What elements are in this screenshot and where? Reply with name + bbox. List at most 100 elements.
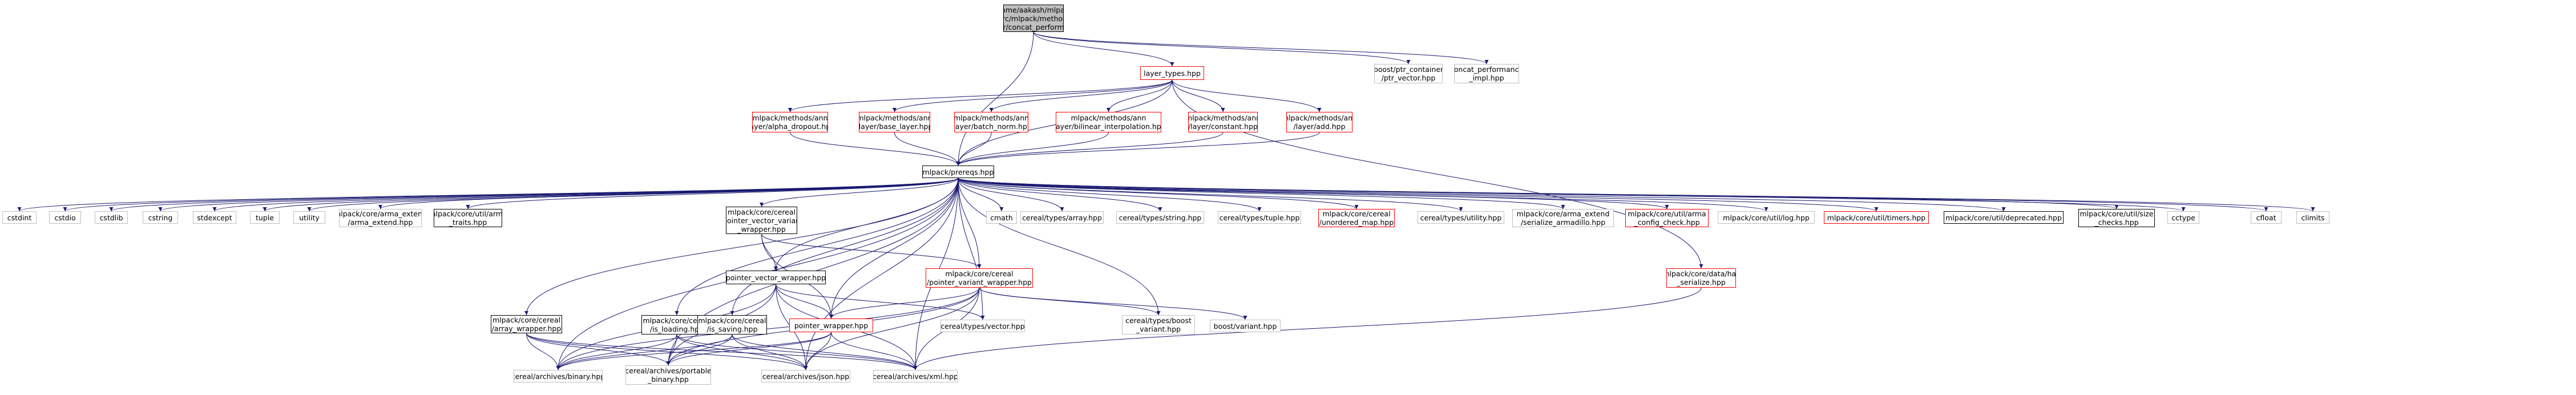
node-label-line: _checks.hpp [2094,218,2139,227]
edge-base-to-prereqs [894,132,960,166]
node-label-line: /layer/alpha_dropout.hpp [753,122,827,131]
node-layer-types[interactable]: layer_types.hpp [1140,66,1204,80]
node-label-line: boost/variant.hpp [1213,321,1277,330]
edge-prereqs-to-cfloat [958,178,2268,212]
node-is-saving[interactable]: mlpack/core/cereal/is_saving.hpp [697,315,767,334]
edge-is_saving-to-xml [732,334,918,370]
node-label-line: mlpack/core/arma_extend [1516,209,1610,218]
node-batch[interactable]: mlpack/methods/ann/layer/batch_norm.hpp [954,112,1028,132]
node-size-checks[interactable]: mlpack/core/util/size_checks.hpp [2078,209,2155,227]
edge-prereqs-to-json [804,178,959,370]
node-label-line: cereal/archives/xml.hpp [873,372,958,381]
node-label-line: _variant.hpp [1136,325,1181,333]
node-label-line: /layer/constant.hpp [1188,122,1258,131]
node-config-check[interactable]: mlpack/core/util/arma_config_check.hpp [1625,209,1709,227]
node-label-line: cereal/types/boost [1125,316,1192,325]
node-label-line: _impl.hpp [1469,74,1504,82]
edge-prereqs-to-c_utility [958,178,1463,212]
node-label-line: mlpack/methods/ann [859,114,930,122]
edge-prereqs-to-stdexcept [212,178,959,212]
node-label-line: pointer_vector_wrapper.hpp [726,273,826,282]
node-arma-traits[interactable]: mlpack/core/util/arma_traits.hpp [434,209,502,227]
node-root[interactable]: /home/aakash/mlpack/src/mlpack/methods/a… [1003,5,1064,32]
node-cfloat: cfloat [2251,211,2282,224]
node-label-line: mlpack/core/cereal [945,269,1014,278]
edge-pointer_wrapper-to-portable [666,332,831,366]
node-label-line: cereal/archives/portable [625,366,711,375]
edge-alpha-to-prereqs [790,132,960,166]
node-label-line: stdexcept [197,213,232,222]
node-c-tuple: cereal/types/tuple.hpp [1218,211,1301,224]
node-stdexcept: stdexcept [193,211,236,224]
node-label-line: /pointer_vector_variant [726,216,797,225]
edge-root-to-ptr_container [1033,31,1411,65]
node-label-line: layer_types.hpp [1144,68,1201,78]
edge-pvar_wrapper-to-json [804,287,980,370]
node-label-line: /layer/base_layer.hpp [859,122,930,131]
node-label-line: /is_loading.hpp [649,325,704,333]
edge-is_saving-to-binary [556,334,733,370]
node-cmath: cmath [986,211,1017,224]
node-label-line: utility [299,213,320,222]
node-arma-extend: mlpack/core/arma_extend/arma_extend.hpp [339,209,422,227]
edge-has_serialize-to-xml [913,287,1702,370]
edge-prereqs-to-serialize_armadillo [958,178,1565,209]
node-label-line: /pointer_variant_wrapper.hpp [927,278,1032,287]
edge-prereqs-to-arma_extend [378,178,959,209]
node-alpha[interactable]: mlpack/methods/ann/layer/alpha_dropout.h… [752,112,828,132]
node-label-line: cstring [148,213,173,222]
node-deprecated[interactable]: mlpack/core/util/deprecated.hpp [1944,211,2064,224]
node-binary: cereal/archives/binary.hpp [514,370,603,382]
node-pvar-wrapper[interactable]: mlpack/core/cereal/pointer_variant_wrapp… [926,268,1033,288]
node-c-vector: cereal/types/vector.hpp [940,320,1025,332]
node-c-utility: cereal/types/utility.hpp [1418,211,1504,224]
edge-layer_types-to-base [893,79,1173,112]
node-array-wrapper[interactable]: mlpack/core/cereal/array_wrapper.hpp [491,315,562,333]
node-label-line: mlpack/core/cereal [643,316,711,325]
edge-layer_types-to-constant [1172,79,1225,112]
node-c-array: cereal/types/array.hpp [1020,211,1104,224]
node-label-line: mlpack/core/data/has [1666,269,1736,278]
node-pv-wrapper[interactable]: pointer_vector_wrapper.hpp [726,271,826,284]
node-pvv-wrapper[interactable]: mlpack/core/cereal/pointer_vector_varian… [726,207,797,234]
node-prereqs[interactable]: mlpack/prereqs.hpp [922,166,994,178]
edge-layer_types-to-batch [989,79,1173,112]
edge-bilinear-to-prereqs [956,132,1109,166]
node-label-line: cereal/archives/binary.hpp [514,372,603,381]
edge-pv_wrapper-to-c_vector [776,284,985,320]
node-label-line: cstdint [7,213,32,222]
node-label-line: pointer_wrapper.hpp [794,321,869,330]
edge-prereqs-to-pvar_wrapper [958,178,982,269]
edge-prereqs-to-pvv_wrapper [760,178,959,207]
node-bilinear[interactable]: mlpack/methods/ann/layer/bilinear_interp… [1056,112,1161,132]
node-c-string: cereal/types/string.hpp [1116,211,1204,224]
edge-prereqs-to-cctype [958,178,2185,212]
node-label-line: cstdlib [99,213,123,222]
node-add[interactable]: mlpack/methods/ann/layer/add.hpp [1286,112,1352,132]
node-constant[interactable]: mlpack/methods/ann/layer/constant.hpp [1188,112,1258,132]
node-has-serialize[interactable]: mlpack/core/data/has_serialize.hpp [1666,268,1736,288]
node-label-line: cmath [990,213,1013,222]
node-base[interactable]: mlpack/methods/ann/layer/base_layer.hpp [859,112,930,132]
node-label-line: /ptr_vector.hpp [1381,74,1436,82]
node-label-line: cfloat [2256,213,2276,222]
edge-is_saving-to-portable [666,334,733,366]
node-label-line: cereal/types/vector.hpp [940,321,1025,330]
node-label-line: mlpack/core/arma_extend [340,209,421,218]
edge-pvar_wrapper-to-bvariant [979,287,1247,320]
node-pointer-wrapper[interactable]: pointer_wrapper.hpp [789,319,873,332]
node-tuple: tuple [250,211,280,224]
edge-prereqs-to-is_saving [730,178,959,316]
node-label-line: mlpack/core/util/log.hpp [1723,213,1810,222]
node-bvariant: boost/variant.hpp [1210,320,1281,332]
node-unordered[interactable]: mlpack/core/cereal/unordered_map.hpp [1318,209,1395,227]
edge-array_wrapper-to-json [526,333,808,370]
node-label-line: mlpack/core/cereal [698,316,766,325]
node-label-line: /ann/layer/concat_performance.hpp [1004,22,1064,31]
edge-prereqs-to-tuple [263,178,959,212]
edge-pvar_wrapper-to-binary [556,287,980,370]
node-timers[interactable]: mlpack/core/util/timers.hpp [1824,211,1929,224]
node-cstdlib: cstdlib [95,211,128,224]
node-label-line: mlpack/core/util/deprecated.hpp [1945,213,2062,222]
